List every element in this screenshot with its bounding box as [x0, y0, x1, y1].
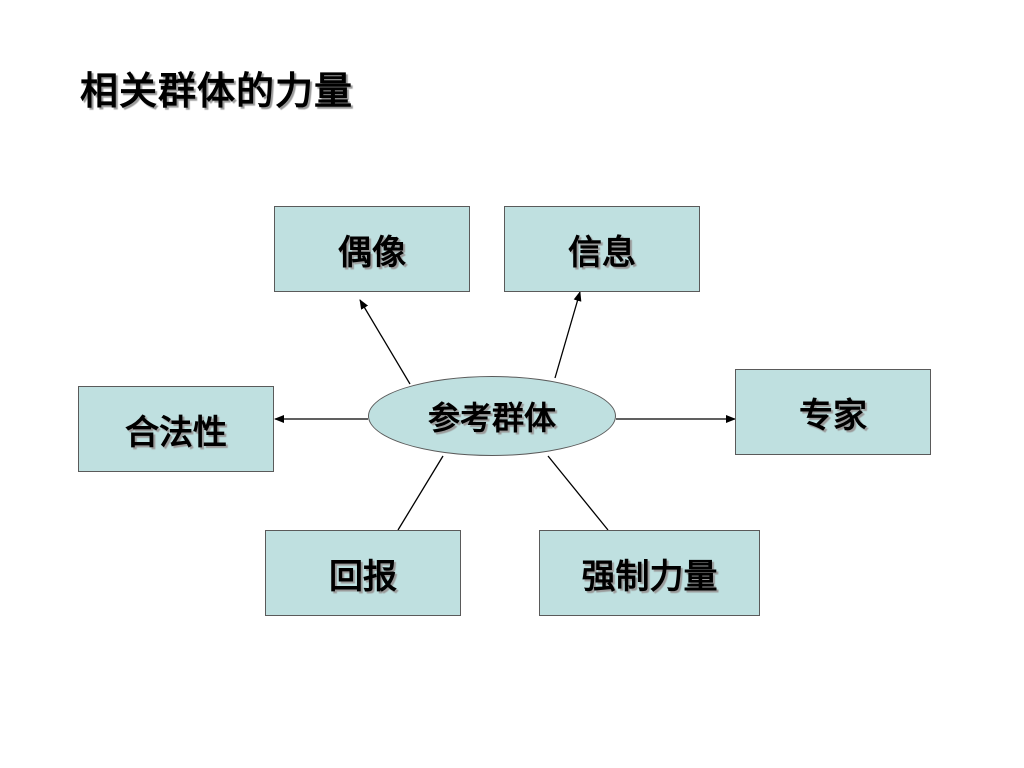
node-reward: 回报 — [265, 530, 461, 616]
node-coercion-label: 强制力量 — [581, 556, 718, 597]
arrow-to-information — [554, 291, 582, 379]
line-to-coercion — [547, 455, 609, 531]
node-expert-label: 专家 — [799, 395, 867, 436]
node-information-label: 信息 — [568, 232, 636, 273]
node-legitimacy-label: 合法性 — [125, 412, 227, 453]
node-reward-label: 回报 — [329, 556, 397, 597]
node-information: 信息 — [504, 206, 700, 292]
node-idol: 偶像 — [274, 206, 470, 292]
center-node: 参考群体 — [368, 376, 616, 456]
page-title: 相关群体的力量 — [80, 69, 354, 113]
line-to-reward — [397, 455, 444, 531]
node-expert: 专家 — [735, 369, 931, 455]
arrow-to-idol — [359, 299, 411, 385]
center-node-label: 参考群体 — [427, 399, 556, 437]
node-idol-label: 偶像 — [338, 232, 406, 273]
node-legitimacy: 合法性 — [78, 386, 274, 472]
node-coercion: 强制力量 — [539, 530, 760, 616]
